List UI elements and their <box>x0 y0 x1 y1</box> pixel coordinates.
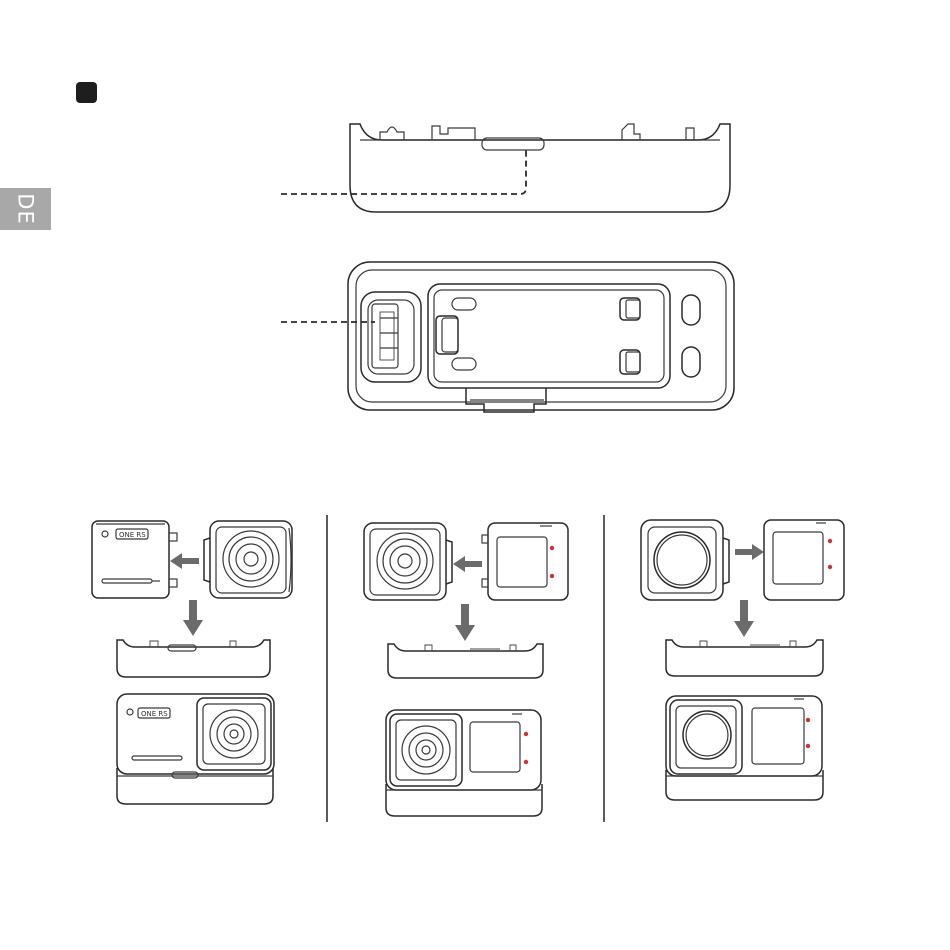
arrow-left-icon <box>453 556 482 572</box>
arrow-left-icon <box>170 553 199 569</box>
arrow-down-icon <box>455 604 475 641</box>
latch-callout-line <box>281 150 526 194</box>
battery-base-side-view <box>281 124 730 212</box>
arrow-down-icon <box>183 600 203 636</box>
assembly-step-360-lens <box>364 523 568 816</box>
battery-base-top-view <box>281 262 734 412</box>
arrow-right-icon <box>735 544 764 560</box>
camera-badge-text-assembled: ONE RS <box>141 710 168 718</box>
assembly-step-core-module: ONE RS ONE RS <box>92 521 292 804</box>
camera-badge-text: ONE RS <box>119 531 146 539</box>
assembly-step-4k-lens <box>641 520 844 800</box>
arrow-down-icon <box>734 600 754 637</box>
